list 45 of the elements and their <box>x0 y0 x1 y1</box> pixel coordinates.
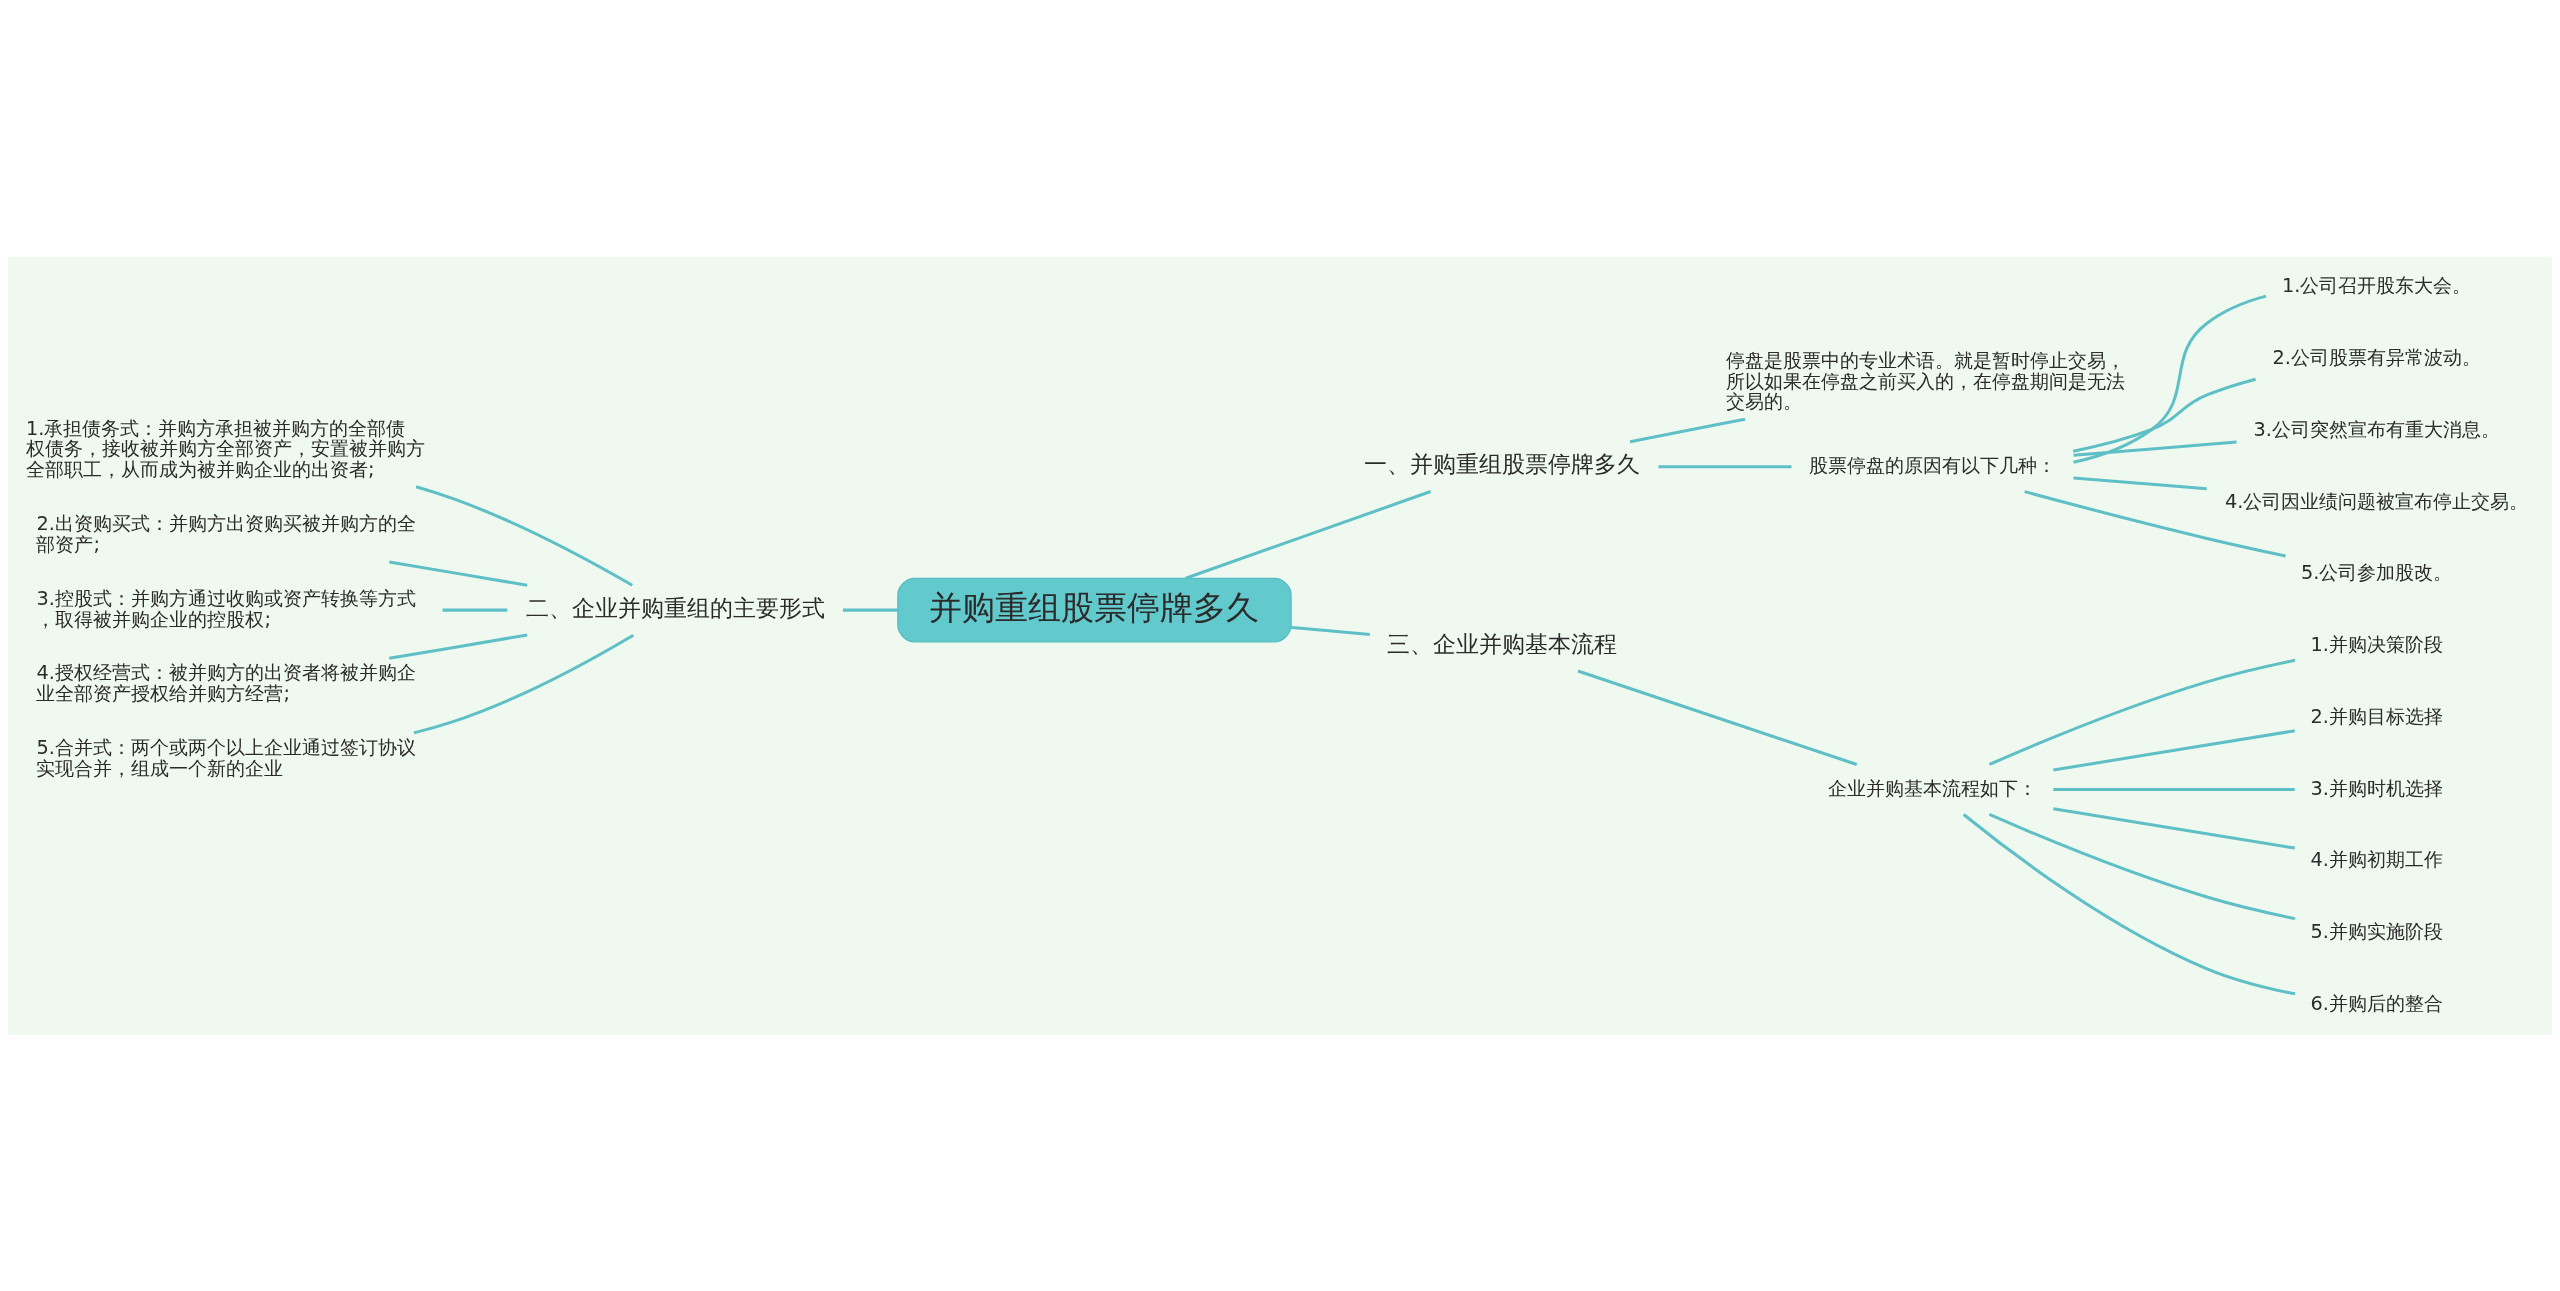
connector <box>1988 658 2296 766</box>
connector <box>413 633 635 734</box>
node-text: 3.控股式：并购方通过收购或资产转换等方式，取得被并购企业的控股权; <box>36 586 416 631</box>
connector <box>389 559 528 587</box>
connector <box>2053 728 2296 772</box>
connector <box>2024 489 2286 557</box>
node-text: 3.并购时机选择 <box>2310 776 2443 800</box>
connector <box>1185 489 1432 580</box>
node-text: 4.并购初期工作 <box>2310 847 2443 871</box>
node-text: 1.并购决策阶段 <box>2310 632 2443 656</box>
node-text: 5.公司参加股改。 <box>2300 560 2453 584</box>
node-text: 3.公司突然宣布有重大消息。 <box>2253 417 2500 441</box>
connector <box>2073 294 2267 464</box>
node-text: 1.公司召开股东大会。 <box>2281 273 2472 297</box>
node-text: 2.公司股票有异常波动。 <box>2272 345 2481 369</box>
connector <box>1988 812 2296 920</box>
connector <box>1962 812 2296 995</box>
connector <box>2073 440 2237 457</box>
node-text: 二、企业并购重组的主要形式 <box>525 593 825 622</box>
connector <box>842 608 898 612</box>
node-text: 6.并购后的整合 <box>2310 991 2443 1015</box>
node-text: 5.并购实施阶段 <box>2310 919 2443 943</box>
node-text: 5.合并式：两个或两个以上企业通过签订协议实现合并，组成一个新的企业 <box>36 735 416 780</box>
connector <box>2053 787 2295 791</box>
connector <box>2053 806 2295 850</box>
node-text: 三、企业并购基本流程 <box>1387 629 1618 658</box>
node-text: 4.公司因业绩问题被宣布停止交易。 <box>2224 489 2529 513</box>
node-text: 股票停盘的原因有以下几种： <box>1808 453 2056 477</box>
node-text: 2.并购目标选择 <box>2310 704 2443 728</box>
node-text: 停盘是股票中的专业术语。就是暂时停止交易，所以如果在停盘之前买入的，在停盘期间是无法交易的。 <box>1725 348 2125 413</box>
node-text: 4.授权经营式：被并购方的出资者将被并购企业全部资产授权给并购方经营; <box>36 660 416 705</box>
connector <box>1658 464 1792 468</box>
node-box: 并购重组股票停牌多久 <box>897 577 1292 643</box>
node-text: 1.承担债务式：并购方承担被并购方的全部债权债务，接收被并购方全部资产，安置被并购方全部职工，从而成为被并购企业的出资者; <box>26 416 426 481</box>
node-text: 2.出资购买式：并购方出资购买被并购方的全部资产; <box>36 511 416 556</box>
connector <box>389 633 528 660</box>
connector <box>1629 417 1746 443</box>
node-text: 一、并购重组股票停牌多久 <box>1364 449 1641 478</box>
connector <box>2073 476 2207 490</box>
connector <box>415 484 634 587</box>
connector <box>1291 625 1370 636</box>
connector <box>1577 669 1858 766</box>
connector <box>442 608 508 612</box>
node-text: 企业并购基本流程如下： <box>1827 776 2037 800</box>
connector <box>2072 377 2256 453</box>
